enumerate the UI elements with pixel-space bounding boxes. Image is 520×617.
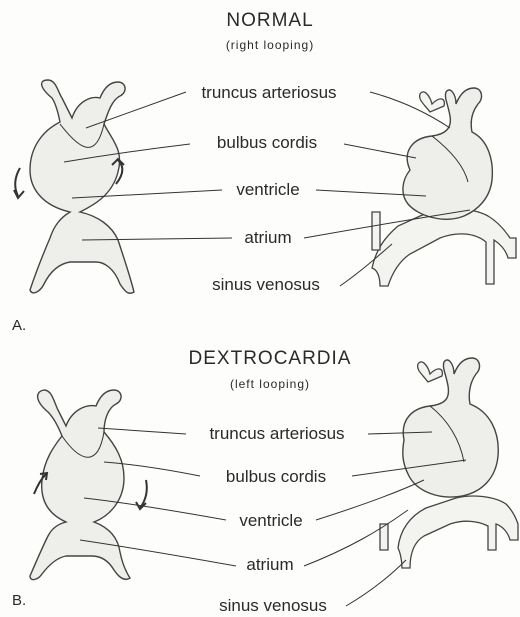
heart-looped-dextro-right bbox=[380, 358, 518, 568]
heart-tube-normal-left bbox=[30, 80, 134, 293]
label-normal-atrium: atrium bbox=[244, 228, 291, 247]
label-dextro-sinus-venosus: sinus venosus bbox=[219, 596, 327, 615]
label-normal-truncus-arteriosus: truncus arteriosus bbox=[201, 83, 336, 102]
label-dextro-bulbus-cordis: bulbus cordis bbox=[226, 467, 326, 486]
title-dextrocardia: DEXTROCARDIA bbox=[189, 348, 352, 369]
heart-looped-normal-right bbox=[372, 88, 516, 286]
subtitle-normal: (right looping) bbox=[226, 38, 314, 52]
leader-normal-truncus-right bbox=[370, 92, 450, 128]
panel-normal: NORMAL (right looping) truncus arteriosu… bbox=[12, 10, 516, 334]
label-normal-ventricle: ventricle bbox=[236, 180, 299, 199]
leader-dextro-ventricle-right bbox=[316, 480, 424, 520]
label-dextro-ventricle: ventricle bbox=[239, 511, 302, 530]
panel-letter-b: B. bbox=[12, 592, 26, 609]
label-dextro-truncus-arteriosus: truncus arteriosus bbox=[209, 424, 344, 443]
leader-dextro-truncus-left bbox=[98, 428, 186, 434]
label-normal-bulbus-cordis: bulbus cordis bbox=[217, 133, 317, 152]
arrowhead-left-normal bbox=[14, 190, 24, 198]
panel-dextrocardia: DEXTROCARDIA (left looping) truncus arte… bbox=[12, 348, 518, 615]
label-dextro-atrium: atrium bbox=[246, 555, 293, 574]
title-normal: NORMAL bbox=[226, 10, 313, 31]
heart-tube-dextro-left bbox=[30, 390, 130, 580]
subtitle-dextrocardia: (left looping) bbox=[230, 377, 310, 391]
label-normal-sinus-venosus: sinus venosus bbox=[212, 275, 320, 294]
leader-normal-bulbus-right bbox=[344, 144, 416, 158]
leader-dextro-sinus-right bbox=[346, 560, 406, 606]
panel-letter-a: A. bbox=[12, 317, 26, 334]
